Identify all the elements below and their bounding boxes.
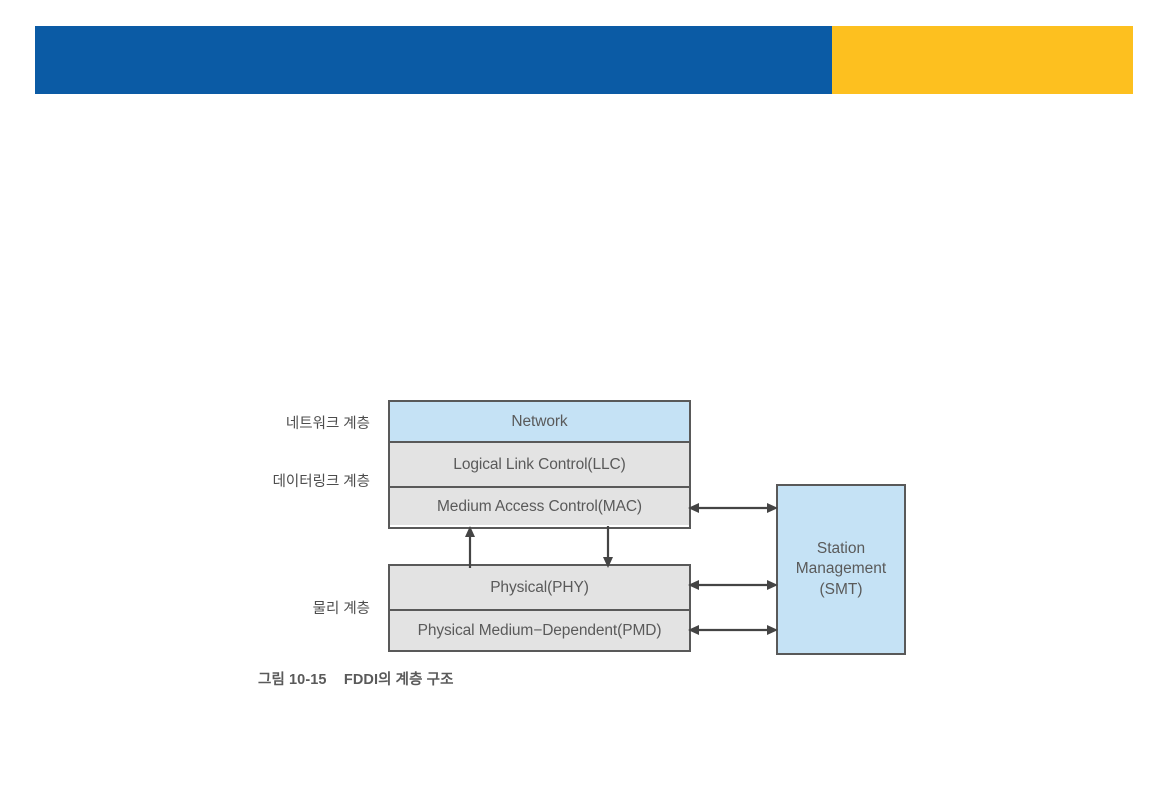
side-label-network-layer: 네트워크 계층 (285, 416, 370, 432)
side-label-datalink-layer: 데이터링크 계층 (272, 474, 370, 490)
layer-box-phy: Physical(PHY) (390, 566, 689, 609)
arrow-up-icon-phy-to-mac (465, 526, 475, 568)
double-arrow-icon-pmd-to-smt (688, 625, 778, 635)
header-bar-yellow-segment (832, 26, 1133, 94)
smt-line-3: (SMT) (819, 580, 863, 598)
layer-group-upper: Network Logical Link Control(LLC) Medium… (388, 400, 691, 529)
layer-box-llc: Logical Link Control(LLC) (390, 441, 689, 486)
figure-caption-number: 그림 10-15 (258, 672, 327, 688)
layer-box-network: Network (390, 402, 689, 441)
figure-caption-title: FDDI의 계층 구조 (343, 672, 454, 688)
side-label-physical-layer: 물리 계층 (312, 601, 370, 617)
header-bar-blue-segment (35, 26, 832, 94)
figure-caption: 그림 10-15 FDDI의 계층 구조 (258, 668, 454, 689)
smt-line-1: Station (816, 539, 866, 557)
double-arrow-icon-mac-to-smt (688, 503, 778, 513)
double-arrow-icon-phy-to-smt (688, 580, 778, 590)
box-station-management: Station Management (SMT) (776, 484, 906, 655)
smt-line-2: Management (795, 560, 887, 578)
page-header-bar (35, 26, 1133, 94)
arrow-down-icon-mac-to-phy (603, 526, 613, 568)
layer-box-pmd: Physical Medium−Dependent(PMD) (390, 609, 689, 650)
layer-box-mac: Medium Access Control(MAC) (390, 486, 689, 525)
layer-group-lower: Physical(PHY) Physical Medium−Dependent(… (388, 564, 691, 652)
